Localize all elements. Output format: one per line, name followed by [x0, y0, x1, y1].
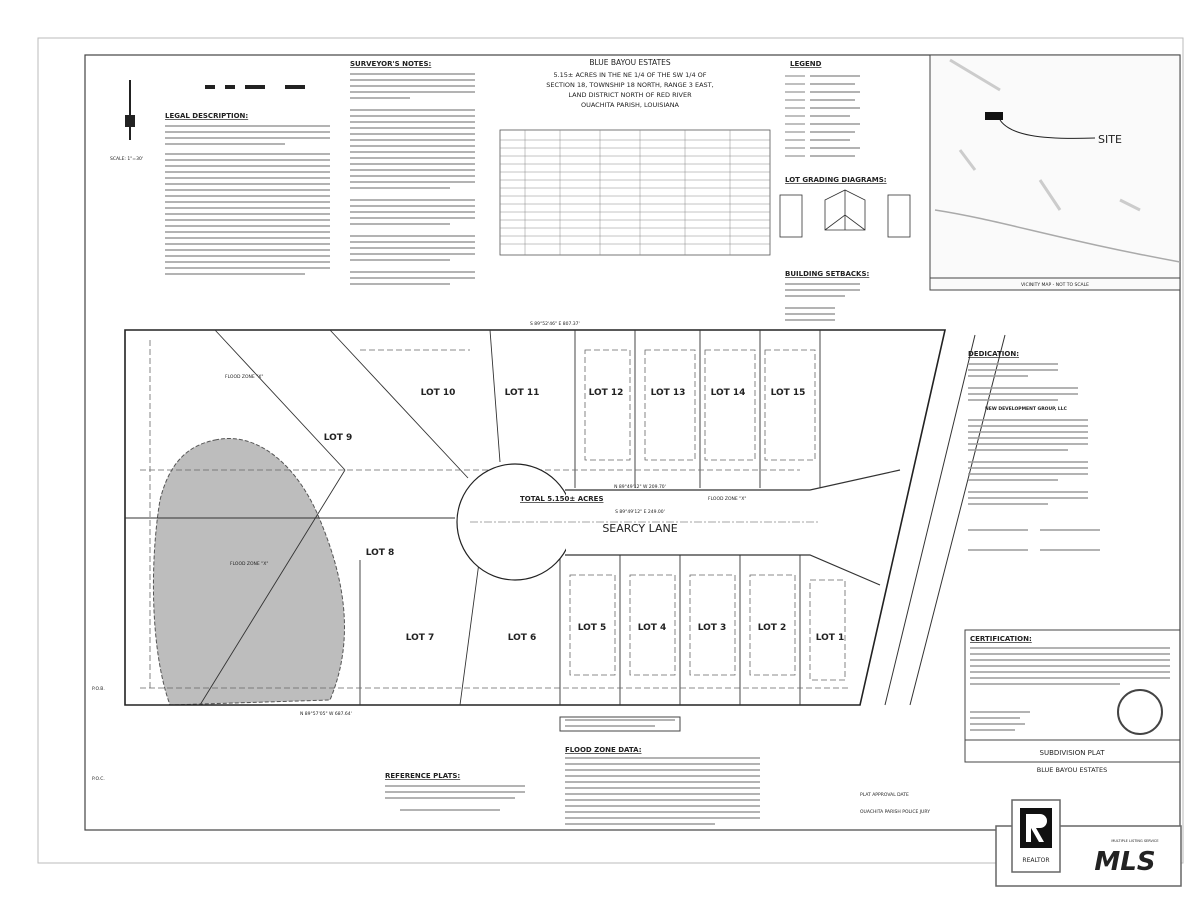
mls-wordmark: MLS	[1094, 847, 1155, 877]
poc-label: P.O.C.	[92, 776, 105, 782]
flood-zone-label: FLOOD ZONE "X"	[230, 561, 268, 567]
legend-heading: LEGEND	[790, 60, 822, 68]
flood-zone-area	[152, 438, 345, 706]
site-label: SITE	[1098, 133, 1122, 146]
reference-plats-heading: REFERENCE PLATS:	[385, 772, 460, 780]
title-line: OUACHITA PARISH, LOUISIANA	[581, 101, 680, 109]
lot-label: LOT 9	[324, 433, 353, 443]
surveyors-notes-heading: SURVEYOR'S NOTES:	[350, 60, 432, 68]
lot-grading-diagrams	[779, 189, 911, 238]
flood-zone-label: FLOOD ZONE "X"	[225, 374, 263, 380]
lot-label: LOT 11	[505, 388, 540, 398]
sheet-type-label: SUBDIVISION PLAT	[1040, 749, 1106, 757]
plat-drawing: SEARCY LANE S 89°49'12" E 249.00' N 89°4…	[92, 321, 1006, 782]
realtor-wordmark: REALTOR	[1022, 857, 1049, 864]
lot-label: LOT 5	[578, 623, 607, 633]
street-bearing: S 89°49'12" E 249.00'	[615, 509, 665, 515]
scale-bar	[205, 85, 305, 89]
setback-text	[785, 283, 860, 321]
title-line: LAND DISTRICT NORTH OF RED RIVER	[568, 91, 692, 99]
total-area-label: TOTAL 5.150± ACRES	[520, 495, 603, 503]
lot-label: LOT 10	[421, 388, 456, 398]
legal-description-text	[165, 125, 330, 275]
police-jury-label: OUACHITA PARISH POLICE JURY	[860, 809, 930, 815]
lot-label: LOT 8	[366, 548, 395, 558]
lot-label: LOT 7	[406, 633, 435, 643]
scale-label: SCALE: 1"=30'	[110, 156, 143, 162]
pob-label: P.O.B.	[92, 686, 105, 692]
developer-name: NEW DEVELOPMENT GROUP, LLC	[985, 406, 1068, 412]
certification-heading: CERTIFICATION:	[970, 635, 1032, 643]
plat-approval-label: PLAT APPROVAL DATE	[860, 792, 909, 798]
flood-zone-label: FLOOD ZONE "X"	[708, 496, 746, 502]
legend-items	[785, 75, 860, 157]
building-setbacks-heading: BUILDING SETBACKS:	[785, 270, 869, 278]
legal-description-heading: LEGAL DESCRIPTION:	[165, 112, 248, 120]
street-name: SEARCY LANE	[602, 522, 677, 535]
lot-label: LOT 15	[771, 388, 806, 398]
site-marker	[985, 112, 1003, 120]
title-line: 5.15± ACRES IN THE NE 1/4 OF THE SW 1/4 …	[553, 71, 706, 79]
dedication-heading: DEDICATION:	[968, 350, 1019, 358]
certification-box: CERTIFICATION: SUBDIVISION PLAT BLUE BAY…	[964, 629, 1181, 774]
top-bearing: S 89°52'46" E 807.37'	[530, 321, 580, 327]
dedication-text	[968, 363, 1100, 551]
road-right-of-way	[884, 334, 1006, 706]
parcel-boundary	[124, 329, 947, 706]
title-line: SECTION 18, TOWNSHIP 18 NORTH, RANGE 3 E…	[546, 81, 713, 89]
lot-label: LOT 3	[698, 623, 727, 633]
subdivision-name: BLUE BAYOU ESTATES	[589, 58, 671, 67]
flood-zone-heading: FLOOD ZONE DATA:	[565, 746, 642, 754]
lot-label: LOT 14	[711, 388, 746, 398]
lot-label: LOT 4	[638, 623, 667, 633]
surveyor-seal	[1117, 689, 1163, 735]
vicinity-caption: VICINITY MAP - NOT TO SCALE	[1021, 282, 1089, 288]
drawing-frame	[84, 54, 1181, 831]
north-arrow-icon	[125, 80, 135, 140]
title-block: BLUE BAYOU ESTATES 5.15± ACRES IN THE NE…	[546, 58, 713, 109]
lot-label: LOT 12	[589, 388, 624, 398]
lot-label: LOT 1	[816, 633, 845, 643]
curve-table	[499, 129, 771, 256]
lot-label: LOT 13	[651, 388, 686, 398]
vicinity-map: SITE VICINITY MAP - NOT TO SCALE	[929, 54, 1181, 291]
reference-plats-text	[385, 785, 525, 811]
lot-label: LOT 2	[758, 623, 787, 633]
bottom-bearing: N 89°57'05" W 687.64'	[300, 711, 352, 717]
street-bearing: N 89°49'12" W 209.70'	[614, 484, 666, 490]
flood-zone-text	[565, 719, 760, 825]
mls-tagline: MULTIPLE LISTING SERVICE	[1111, 839, 1158, 843]
sheet-subdivision-name: BLUE BAYOU ESTATES	[1037, 766, 1108, 774]
surveyors-notes-text	[350, 73, 475, 285]
note-box	[559, 716, 681, 732]
lot-label: LOT 6	[508, 633, 537, 643]
mls-realtor-logo: REALTOR MULTIPLE LISTING SERVICE MLS	[995, 799, 1182, 887]
lot-grading-heading: LOT GRADING DIAGRAMS:	[785, 176, 887, 184]
